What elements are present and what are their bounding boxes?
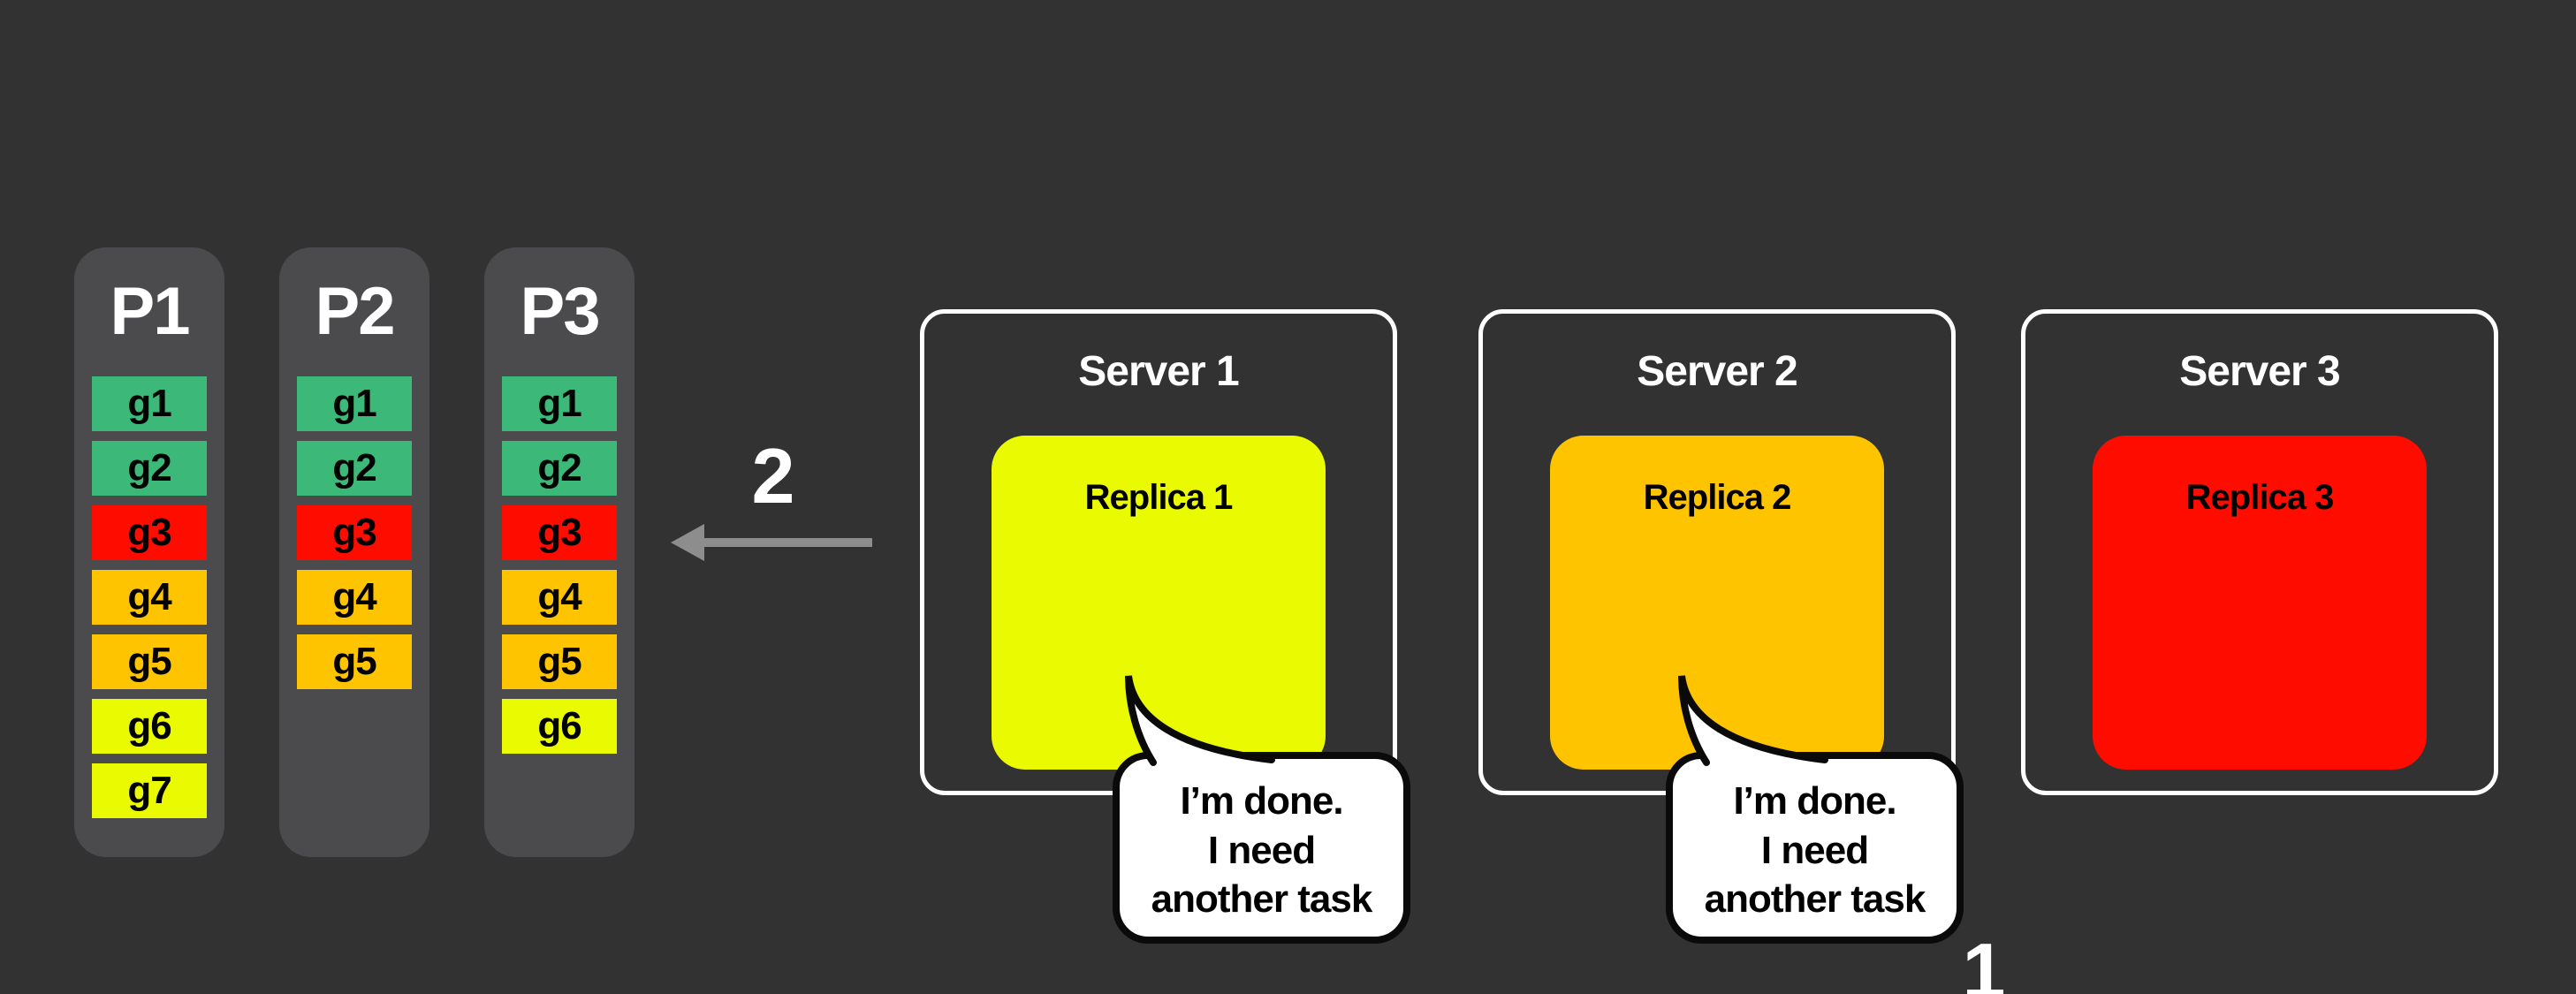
speech-bubble-body: I’m done. I need another task [1113, 752, 1410, 944]
replica-1-label: Replica 1 [1084, 478, 1234, 517]
task-group-g1: g1 [502, 376, 617, 431]
task-group-g6: g6 [502, 699, 617, 754]
task-group-g1: g1 [297, 376, 412, 431]
replica-2-box: Replica 2 [1550, 436, 1884, 770]
task-group-g2: g2 [92, 441, 207, 496]
task-group-g3: g3 [297, 505, 412, 560]
replica-1-box: Replica 1 [992, 436, 1326, 770]
server-3-box: Server 3 Replica 3 [2021, 309, 2498, 795]
task-group-g3: g3 [502, 505, 617, 560]
speech-bubble-server-2: I’m done. I need another task [1666, 675, 1964, 944]
task-group-g4: g4 [297, 570, 412, 625]
task-group-g2: g2 [297, 441, 412, 496]
left-arrow-icon [671, 524, 872, 561]
partition-p1-title: P1 [110, 274, 191, 349]
task-group-g3: g3 [92, 505, 207, 560]
replica-3-label: Replica 3 [2185, 478, 2335, 517]
partition-p3-blocks: g1 g2 g3 g4 g5 g6 [484, 376, 635, 754]
speech-line: another task [1151, 877, 1373, 922]
partition-p3-title: P3 [520, 274, 601, 349]
task-group-g1: g1 [92, 376, 207, 431]
speech-bubble-server-1: I’m done. I need another task [1113, 675, 1410, 944]
speech-line: I’m done. [1180, 779, 1343, 823]
task-group-g5: g5 [297, 634, 412, 689]
step-1-label: 1 [1962, 927, 2006, 994]
server-1-title: Server 1 [1078, 348, 1240, 395]
task-group-g5: g5 [502, 634, 617, 689]
task-group-g5: g5 [92, 634, 207, 689]
speech-line: I need [1207, 828, 1316, 872]
task-group-g6: g6 [92, 699, 207, 754]
partition-p1-blocks: g1 g2 g3 g4 g5 g6 g7 [74, 376, 224, 818]
server-1-box: Server 1 Replica 1 [920, 309, 1397, 795]
server-2-box: Server 2 Replica 2 [1478, 309, 1956, 795]
task-group-g4: g4 [502, 570, 617, 625]
task-group-g4: g4 [92, 570, 207, 625]
server-3-title: Server 3 [2179, 348, 2341, 395]
partition-p2-blocks: g1 g2 g3 g4 g5 [279, 376, 429, 689]
partition-p3: P3 g1 g2 g3 g4 g5 g6 [484, 247, 635, 857]
speech-line: I’m done. [1733, 779, 1896, 823]
speech-line: another task [1704, 877, 1926, 922]
step-2-label: 2 [751, 432, 795, 520]
partition-p2: P2 g1 g2 g3 g4 g5 [279, 247, 429, 857]
task-group-g7: g7 [92, 763, 207, 818]
task-group-g2: g2 [502, 441, 617, 496]
partition-p2-title: P2 [315, 274, 396, 349]
replica-2-label: Replica 2 [1643, 478, 1792, 517]
speech-bubble-body: I’m done. I need another task [1666, 752, 1964, 944]
replica-3-box: Replica 3 [2093, 436, 2427, 770]
partition-p1: P1 g1 g2 g3 g4 g5 g6 g7 [74, 247, 224, 857]
server-2-title: Server 2 [1637, 348, 1798, 395]
speech-line: I need [1760, 828, 1869, 872]
